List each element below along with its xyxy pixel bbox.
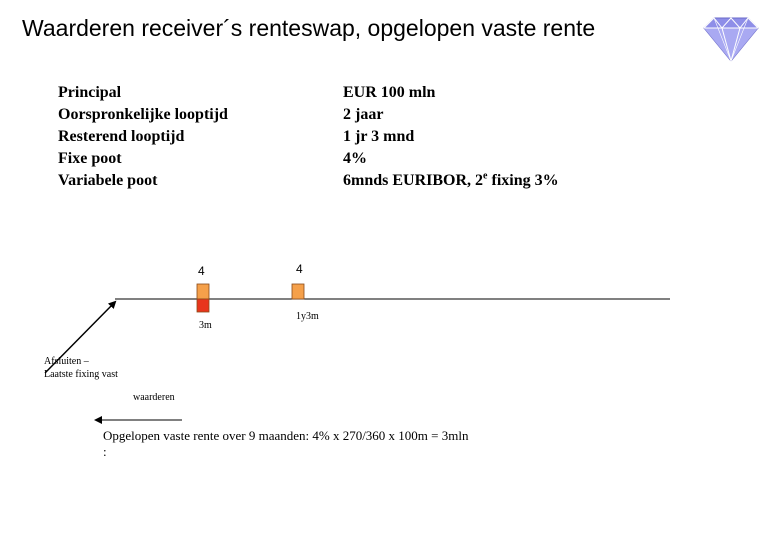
afsluiten-line2: Laatste fixing vast bbox=[44, 369, 118, 380]
cashflow1-date-label: 3m bbox=[199, 320, 212, 331]
floating-leg-superscript: e bbox=[483, 170, 488, 182]
param-label-principal: Principal bbox=[58, 84, 122, 101]
param-value-remaining-term: 1 jr 3 mnd bbox=[343, 128, 415, 145]
param-label-floating-leg: Variabele poot bbox=[58, 172, 158, 189]
param-label-original-term: Oorspronkelijke looptijd bbox=[58, 106, 228, 123]
parameter-values: EUR 100 mln 2 jaar 1 jr 3 mnd 4% 6mnds E… bbox=[343, 82, 559, 192]
cashflow-fixed-1y3m bbox=[291, 283, 305, 300]
floating-leg-prefix: 6mnds EURIBOR, 2 bbox=[343, 172, 484, 189]
diamond-icon bbox=[703, 17, 759, 63]
param-label-remaining-term: Resterend looptijd bbox=[58, 128, 185, 145]
calc-line2: : bbox=[103, 444, 107, 459]
afsluiten-line1: Afsluiten – bbox=[44, 356, 89, 367]
param-value-original-term: 2 jaar bbox=[343, 106, 384, 123]
parameter-labels: Principal Oorspronkelijke looptijd Reste… bbox=[58, 82, 228, 192]
param-value-fixed-leg: 4% bbox=[343, 150, 367, 167]
cashflow-floating-3m bbox=[196, 298, 210, 313]
slide-title: Waarderen receiver´s renteswap, opgelope… bbox=[22, 15, 596, 41]
param-label-fixed-leg: Fixe poot bbox=[58, 150, 122, 167]
valuation-arrow bbox=[44, 300, 117, 374]
param-value-principal: EUR 100 mln bbox=[343, 84, 436, 101]
cashflow2-date-label: 1y3m bbox=[296, 311, 319, 322]
accrued-interest-calculation: Opgelopen vaste rente over 9 maanden: 4%… bbox=[103, 428, 533, 460]
cashflow-fixed-3m bbox=[196, 283, 210, 300]
calc-line1: Opgelopen vaste rente over 9 maanden: 4%… bbox=[103, 428, 469, 443]
cashflow1-amount-label: 4 bbox=[198, 264, 205, 278]
floating-leg-suffix: fixing 3% bbox=[487, 172, 559, 189]
cashflow2-amount-label: 4 bbox=[296, 262, 303, 276]
param-value-floating-leg: 6mnds EURIBOR, 2e fixing 3% bbox=[343, 170, 559, 192]
afsluiten-note: Afsluiten – Laatste fixing vast bbox=[44, 355, 118, 381]
waarderen-label: waarderen bbox=[133, 392, 175, 403]
